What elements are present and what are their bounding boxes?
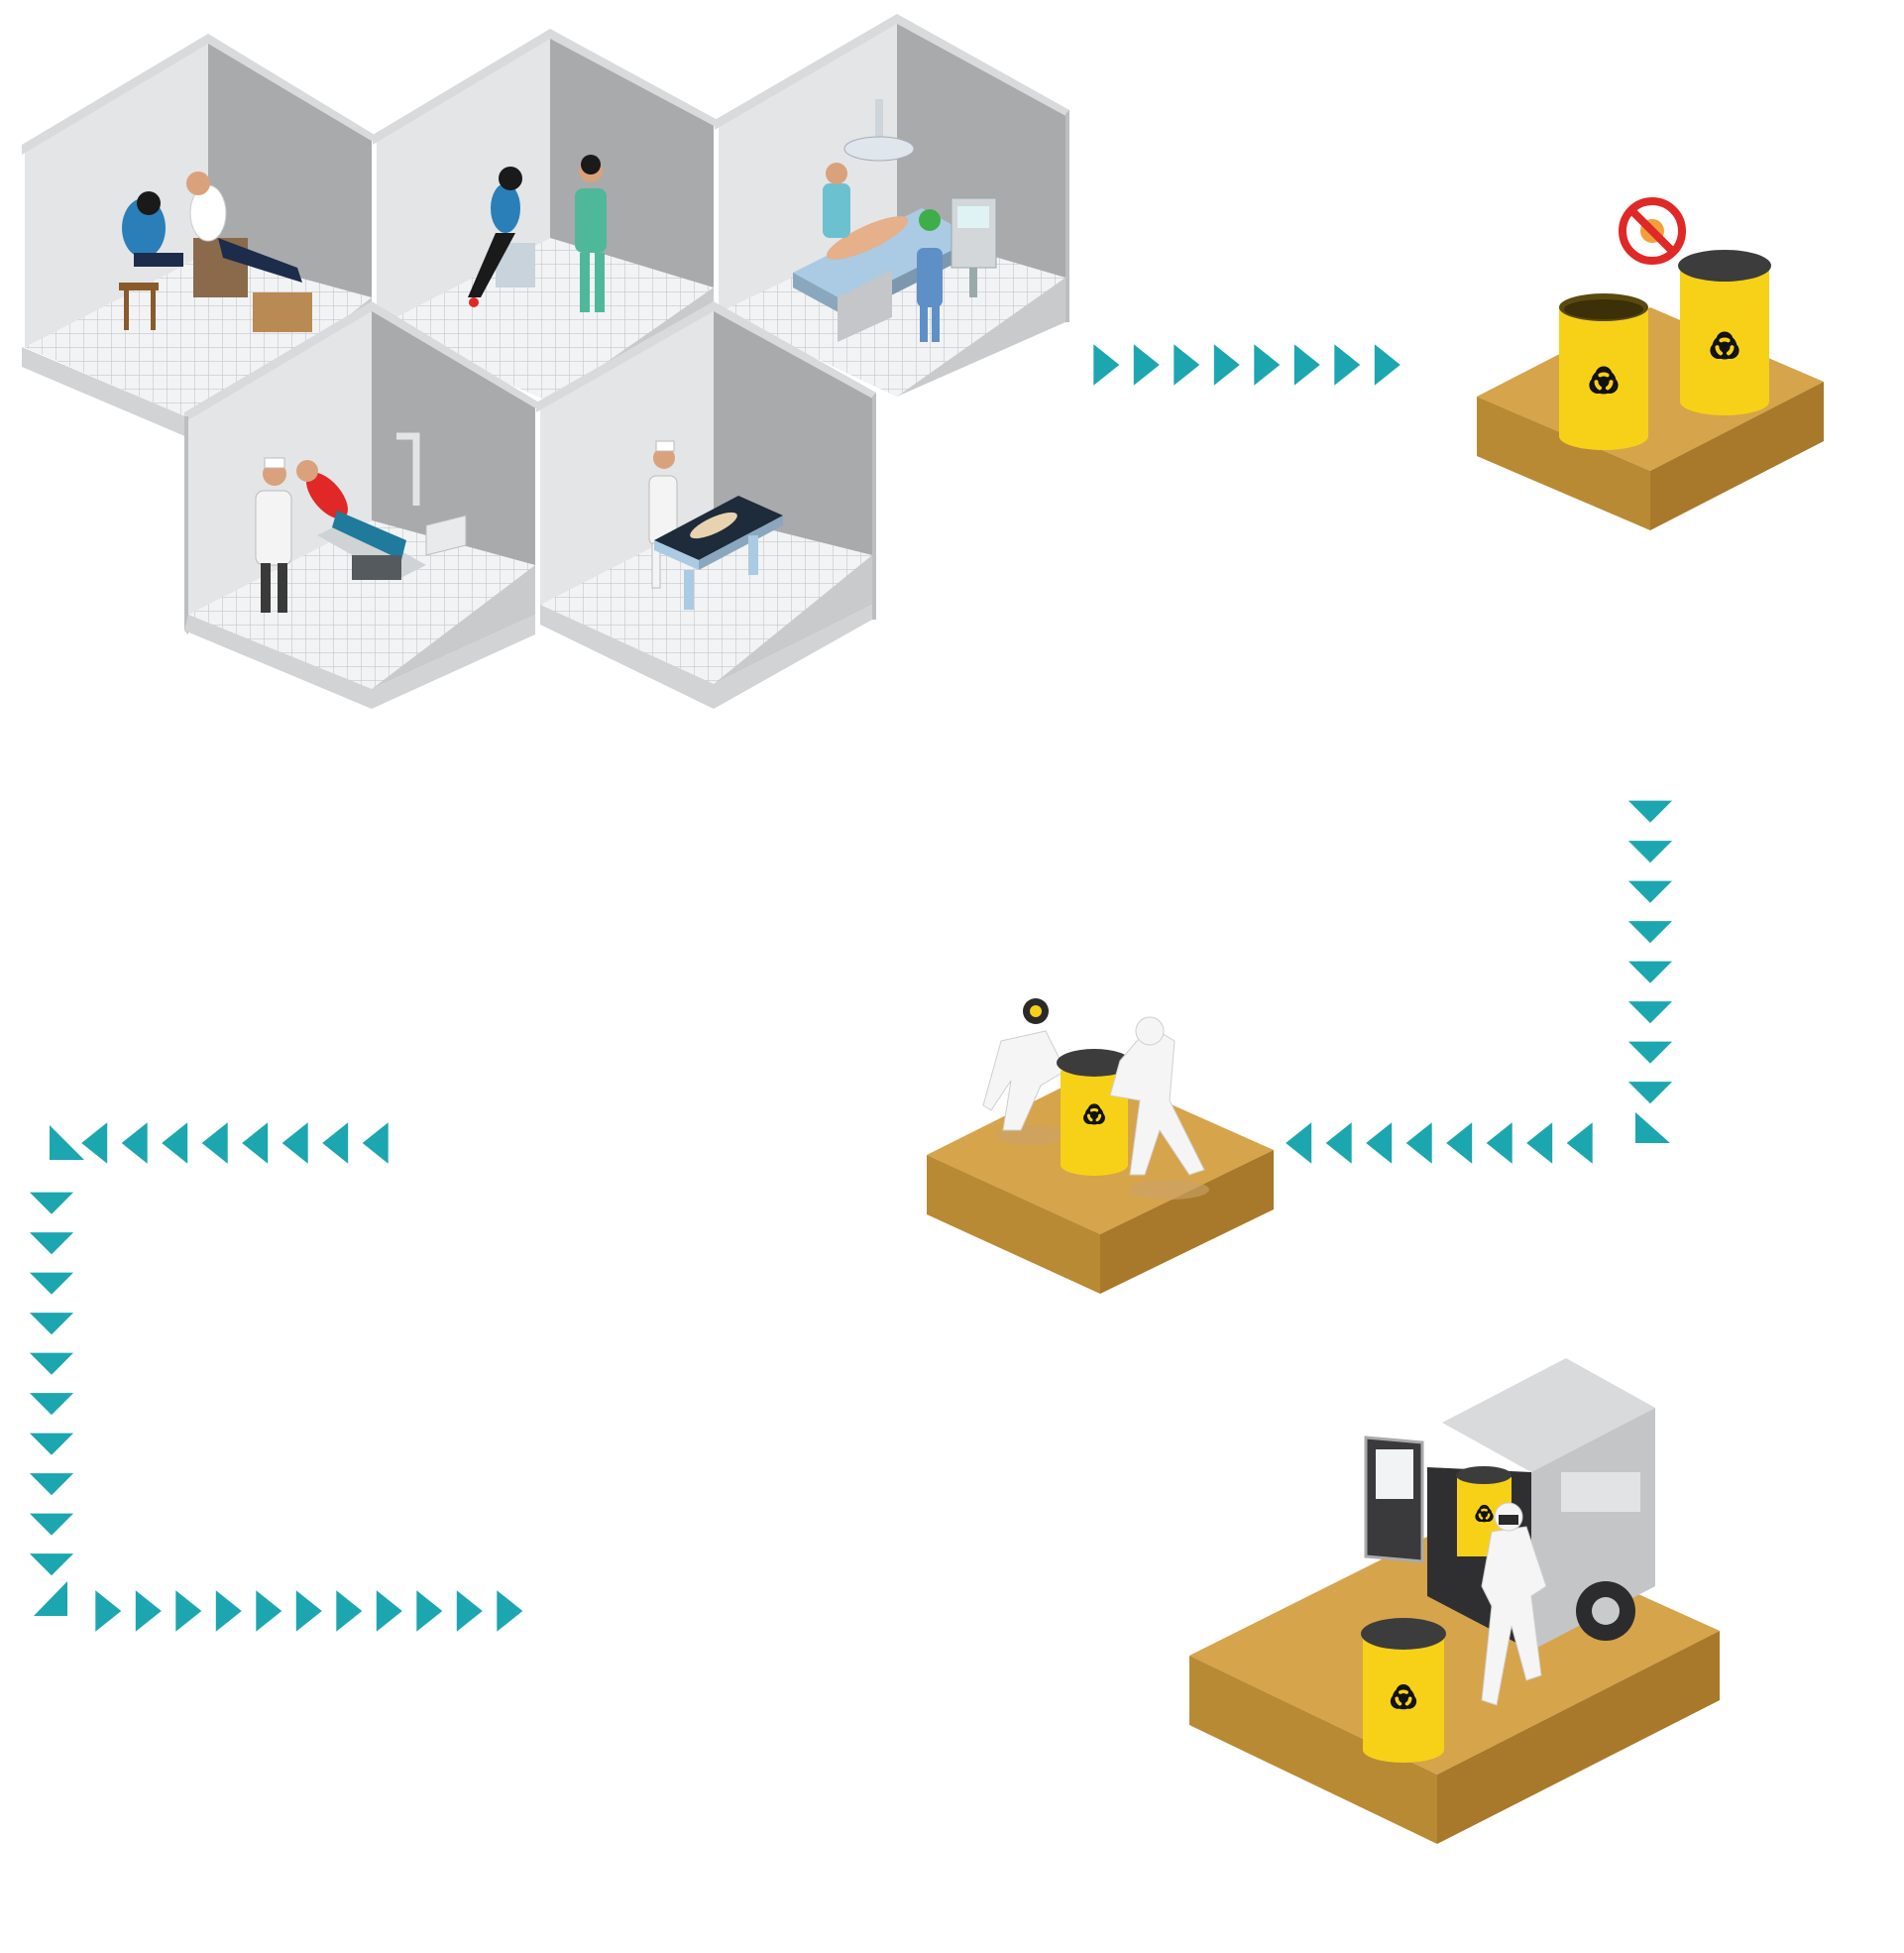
arrow-down-icon — [29, 1433, 74, 1455]
arrow-left-icon — [121, 1122, 148, 1164]
open-biohazard-bin — [1559, 293, 1648, 450]
arrow-corner-icon — [50, 1125, 84, 1160]
arrow-right-icon — [215, 1590, 242, 1632]
exam-table-icon — [654, 496, 783, 610]
platform — [1477, 307, 1824, 530]
arrow-right-icon — [1254, 344, 1281, 386]
flow-arrows — [29, 344, 1673, 1632]
arrow-down-icon — [29, 1473, 74, 1496]
van-loading-icon — [1189, 1358, 1720, 1844]
arrow-left-icon — [81, 1122, 108, 1164]
arrow-left-icon — [162, 1122, 188, 1164]
nurse-figure — [575, 155, 607, 312]
arrow-down-icon — [29, 1513, 74, 1536]
dentist-figure — [255, 457, 292, 613]
arrow-down-icon — [29, 1192, 74, 1214]
arrow-down-icon — [29, 1553, 74, 1576]
operating-table-icon — [793, 208, 976, 342]
arrow-right-icon — [1293, 344, 1320, 386]
arrow-down-icon — [1627, 1082, 1673, 1104]
arrow-left-icon — [201, 1122, 228, 1164]
arrow-left-icon — [242, 1122, 269, 1164]
arrow-right-icon — [1374, 344, 1400, 386]
arrow-left-icon — [1405, 1122, 1432, 1164]
hazmat-worker-right — [1109, 1016, 1209, 1200]
arrow-left-icon — [1446, 1122, 1473, 1164]
workers-moving-bin-icon — [927, 998, 1274, 1294]
arrow-right-icon — [175, 1590, 202, 1632]
arrow-right-icon — [416, 1590, 443, 1632]
arrow-left-icon — [362, 1122, 389, 1164]
seated-patient-figure — [468, 167, 535, 307]
arrow-down-icon — [1627, 1001, 1673, 1024]
arrow-right-icon — [95, 1590, 122, 1632]
arrow-right-icon — [1213, 344, 1240, 386]
arrow-down-icon — [1627, 841, 1673, 863]
arrow-left-icon — [1286, 1122, 1312, 1164]
arrow-down-icon — [1627, 880, 1673, 903]
arrow-down-icon — [1627, 800, 1673, 823]
anesthesia-machine-icon — [951, 197, 997, 297]
surgical-lamp-icon — [843, 99, 915, 162]
arrow-down-icon — [29, 1272, 74, 1295]
arrow-right-icon — [336, 1590, 363, 1632]
room-dental-clinic — [184, 301, 539, 709]
arrow-right-icon — [376, 1590, 402, 1632]
arrow-left-icon — [1566, 1122, 1593, 1164]
arrow-down-icon — [1627, 921, 1673, 944]
arrow-left-icon — [1526, 1122, 1553, 1164]
arrow-corner-icon — [1635, 1112, 1670, 1143]
no-pathogen-sign-icon — [1619, 197, 1686, 265]
biohazard-drum — [1361, 1618, 1446, 1763]
arrow-left-icon — [1366, 1122, 1393, 1164]
arrow-down-icon — [1627, 961, 1673, 983]
arrow-right-icon — [1334, 344, 1361, 386]
medical-facilities-icon — [22, 14, 1069, 709]
arrow-corner-icon — [34, 1581, 67, 1616]
arrow-left-icon — [1486, 1122, 1512, 1164]
hazmat-worker-left — [982, 998, 1066, 1145]
arrow-right-icon — [1093, 344, 1120, 386]
tattoo-artist-figure — [119, 191, 183, 330]
arrow-left-icon — [322, 1122, 349, 1164]
veterinarian-figure — [648, 440, 678, 589]
arrow-right-icon — [295, 1590, 322, 1632]
room-veterinary — [536, 301, 876, 709]
arrow-left-icon — [281, 1122, 308, 1164]
arrow-right-icon — [456, 1590, 483, 1632]
arrow-left-icon — [1325, 1122, 1352, 1164]
arrow-right-icon — [135, 1590, 162, 1632]
arrow-right-icon — [1133, 344, 1160, 386]
biohazard-bins-icon — [1477, 197, 1824, 530]
arrow-down-icon — [29, 1313, 74, 1335]
closed-biohazard-bin — [1678, 250, 1771, 415]
arrow-down-icon — [1627, 1041, 1673, 1064]
arrow-right-icon — [256, 1590, 282, 1632]
arrow-right-icon — [1174, 344, 1200, 386]
dental-chair-icon — [296, 432, 467, 580]
room-operating-theatre — [715, 14, 1069, 397]
tattoo-client-figure — [186, 172, 312, 332]
surgeon-figures — [823, 163, 943, 342]
arrow-down-icon — [29, 1352, 74, 1375]
arrow-down-icon — [29, 1232, 74, 1255]
room-tattoo-studio — [22, 34, 375, 446]
hazmat-worker — [1481, 1502, 1547, 1706]
arrow-down-icon — [29, 1393, 74, 1416]
arrow-right-icon — [497, 1590, 523, 1632]
